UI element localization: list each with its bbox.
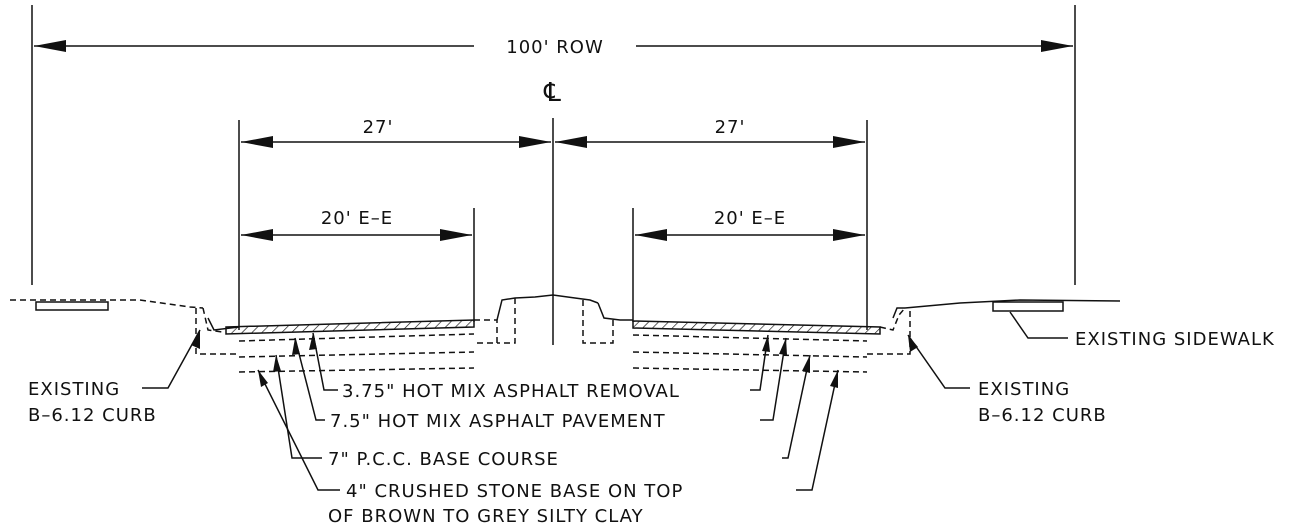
left-curb-leader-arrow [191, 330, 200, 349]
left-curb-label-line2: B–6.12 CURB [28, 405, 157, 426]
existing-sidewalk-leader [1009, 311, 1068, 339]
right-half-label: 27' [715, 117, 746, 138]
asphalt-pavement-leader-left [294, 337, 325, 421]
left-stone-bottom [238, 367, 475, 373]
left-asphalt-hatched-layer [225, 319, 475, 335]
left-existing-sidewalk [35, 301, 109, 311]
left-median-curb [474, 319, 498, 344]
centerline-symbol: ℄ [543, 78, 562, 108]
asphalt-pavement-leader-right [760, 337, 787, 421]
stone-base-leader-right [796, 369, 839, 491]
right-curb-label-line2: B–6.12 CURB [978, 405, 1107, 426]
row-arrowhead-left [34, 40, 66, 52]
median-right-curb [597, 302, 633, 321]
asphalt-removal-arrow-left [309, 333, 317, 350]
right-curb-leader [907, 334, 970, 389]
right-pavement-bottom [632, 334, 868, 342]
existing-sidewalk-label: EXISTING SIDEWALK [1075, 329, 1275, 350]
left-curb-leader [142, 329, 201, 389]
left-curb-label-line1: EXISTING [28, 379, 120, 400]
left-half-arrowhead-right [519, 136, 551, 148]
asphalt-removal-leader-right [750, 334, 769, 391]
ground-profile [10, 294, 1121, 373]
pcc-base-leader-right [782, 354, 811, 459]
asphalt-pavement-arrow-left [292, 338, 300, 355]
median-right-face [582, 300, 614, 344]
median-left-face [497, 298, 516, 344]
left-half-label: 27' [363, 117, 394, 138]
lane-dimensions: 20' E–E 20' E–E [241, 208, 865, 322]
left-existing-ground [10, 299, 204, 309]
pcc-base-arrow-right [802, 355, 810, 373]
right-asphalt-hatched-layer [632, 320, 881, 335]
centerline: ℄ [543, 78, 562, 345]
right-half-arrowhead-left [555, 136, 587, 148]
pcc-base-label: 7" P.C.C. BASE COURSE [328, 449, 559, 470]
right-lane-arrowhead-left [635, 229, 667, 241]
right-curb-face [892, 307, 905, 319]
right-existing-sidewalk [992, 301, 1064, 312]
left-pcc-bottom [238, 351, 475, 358]
asphalt-removal-leader-left [312, 332, 338, 391]
callout-labels: EXISTING SIDEWALK EXISTING B–6.12 CURB E… [28, 329, 1275, 527]
right-curb-leader-arrow [908, 335, 918, 352]
right-existing-ground [904, 299, 1121, 309]
right-stone-bottom [632, 367, 868, 373]
left-lane-arrowhead-left [241, 229, 273, 241]
right-curb-outline [867, 307, 911, 355]
stone-base-label-line2: OF BROWN TO GREY SILTY CLAY [328, 506, 644, 527]
left-lane-arrowhead-right [440, 229, 472, 241]
stone-base-leader-left [257, 369, 340, 491]
row-arrowhead-right [1041, 40, 1073, 52]
stone-base-label-line1: 4" CRUSHED STONE BASE ON TOP [346, 481, 683, 502]
stone-base-arrow-right [830, 370, 838, 388]
stone-base-arrow-left [258, 370, 268, 387]
asphalt-removal-arrow-right [762, 335, 770, 352]
half-width-dimensions: 27' 27' [238, 117, 868, 330]
asphalt-pavement-label: 7.5" HOT MIX ASPHALT PAVEMENT [330, 411, 666, 432]
asphalt-pavement-arrow-right [779, 338, 787, 355]
asphalt-removal-label: 3.75" HOT MIX ASPHALT REMOVAL [342, 381, 680, 402]
left-pavement-bottom [238, 333, 475, 342]
pcc-base-leader-left [275, 354, 322, 459]
left-half-arrowhead-left [241, 136, 273, 148]
row-dimension-label: 100' ROW [506, 37, 604, 58]
median-top [496, 294, 599, 321]
pcc-base-arrow-left [273, 355, 281, 372]
left-lane-label: 20' E–E [321, 208, 393, 229]
left-curb-outline [195, 307, 239, 355]
right-lane-label: 20' E–E [714, 208, 786, 229]
callout-leaders [142, 311, 1068, 491]
right-half-arrowhead-right [833, 136, 865, 148]
row-dimension: 100' ROW [31, 5, 1076, 285]
right-pcc-bottom [632, 351, 868, 358]
right-lane-arrowhead-right [833, 229, 865, 241]
right-curb-label-line1: EXISTING [978, 379, 1070, 400]
